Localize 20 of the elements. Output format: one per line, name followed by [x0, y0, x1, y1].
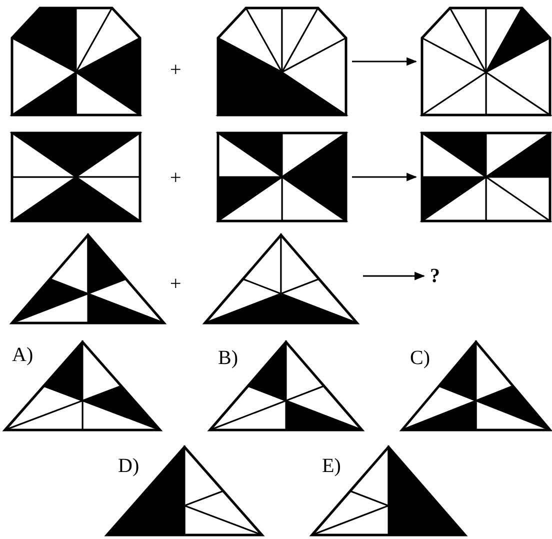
rectangle-figure-drawing: [10, 132, 142, 222]
house-figure-drawing: [10, 6, 142, 116]
option-label: E): [322, 456, 341, 476]
house-figure-drawing: [216, 6, 348, 116]
arrow: [352, 57, 418, 66]
option-label: D): [118, 456, 140, 476]
house-figure-drawing: [420, 6, 552, 116]
triangle-figure-drawing: [9, 232, 167, 324]
triangle-figure-drawing: [202, 232, 360, 324]
arrow: [363, 272, 426, 280]
rectangle-figure-drawing: [216, 132, 348, 222]
plus-sign: +: [170, 274, 182, 294]
rectangle-figure-drawing: [420, 132, 552, 222]
option-label: A): [12, 345, 34, 365]
plus-sign: +: [170, 168, 182, 188]
question-mark: ?: [430, 266, 440, 286]
plus-sign: +: [170, 60, 182, 80]
option-label: B): [218, 348, 238, 368]
option-label: C): [410, 348, 430, 368]
arrow: [352, 172, 418, 182]
